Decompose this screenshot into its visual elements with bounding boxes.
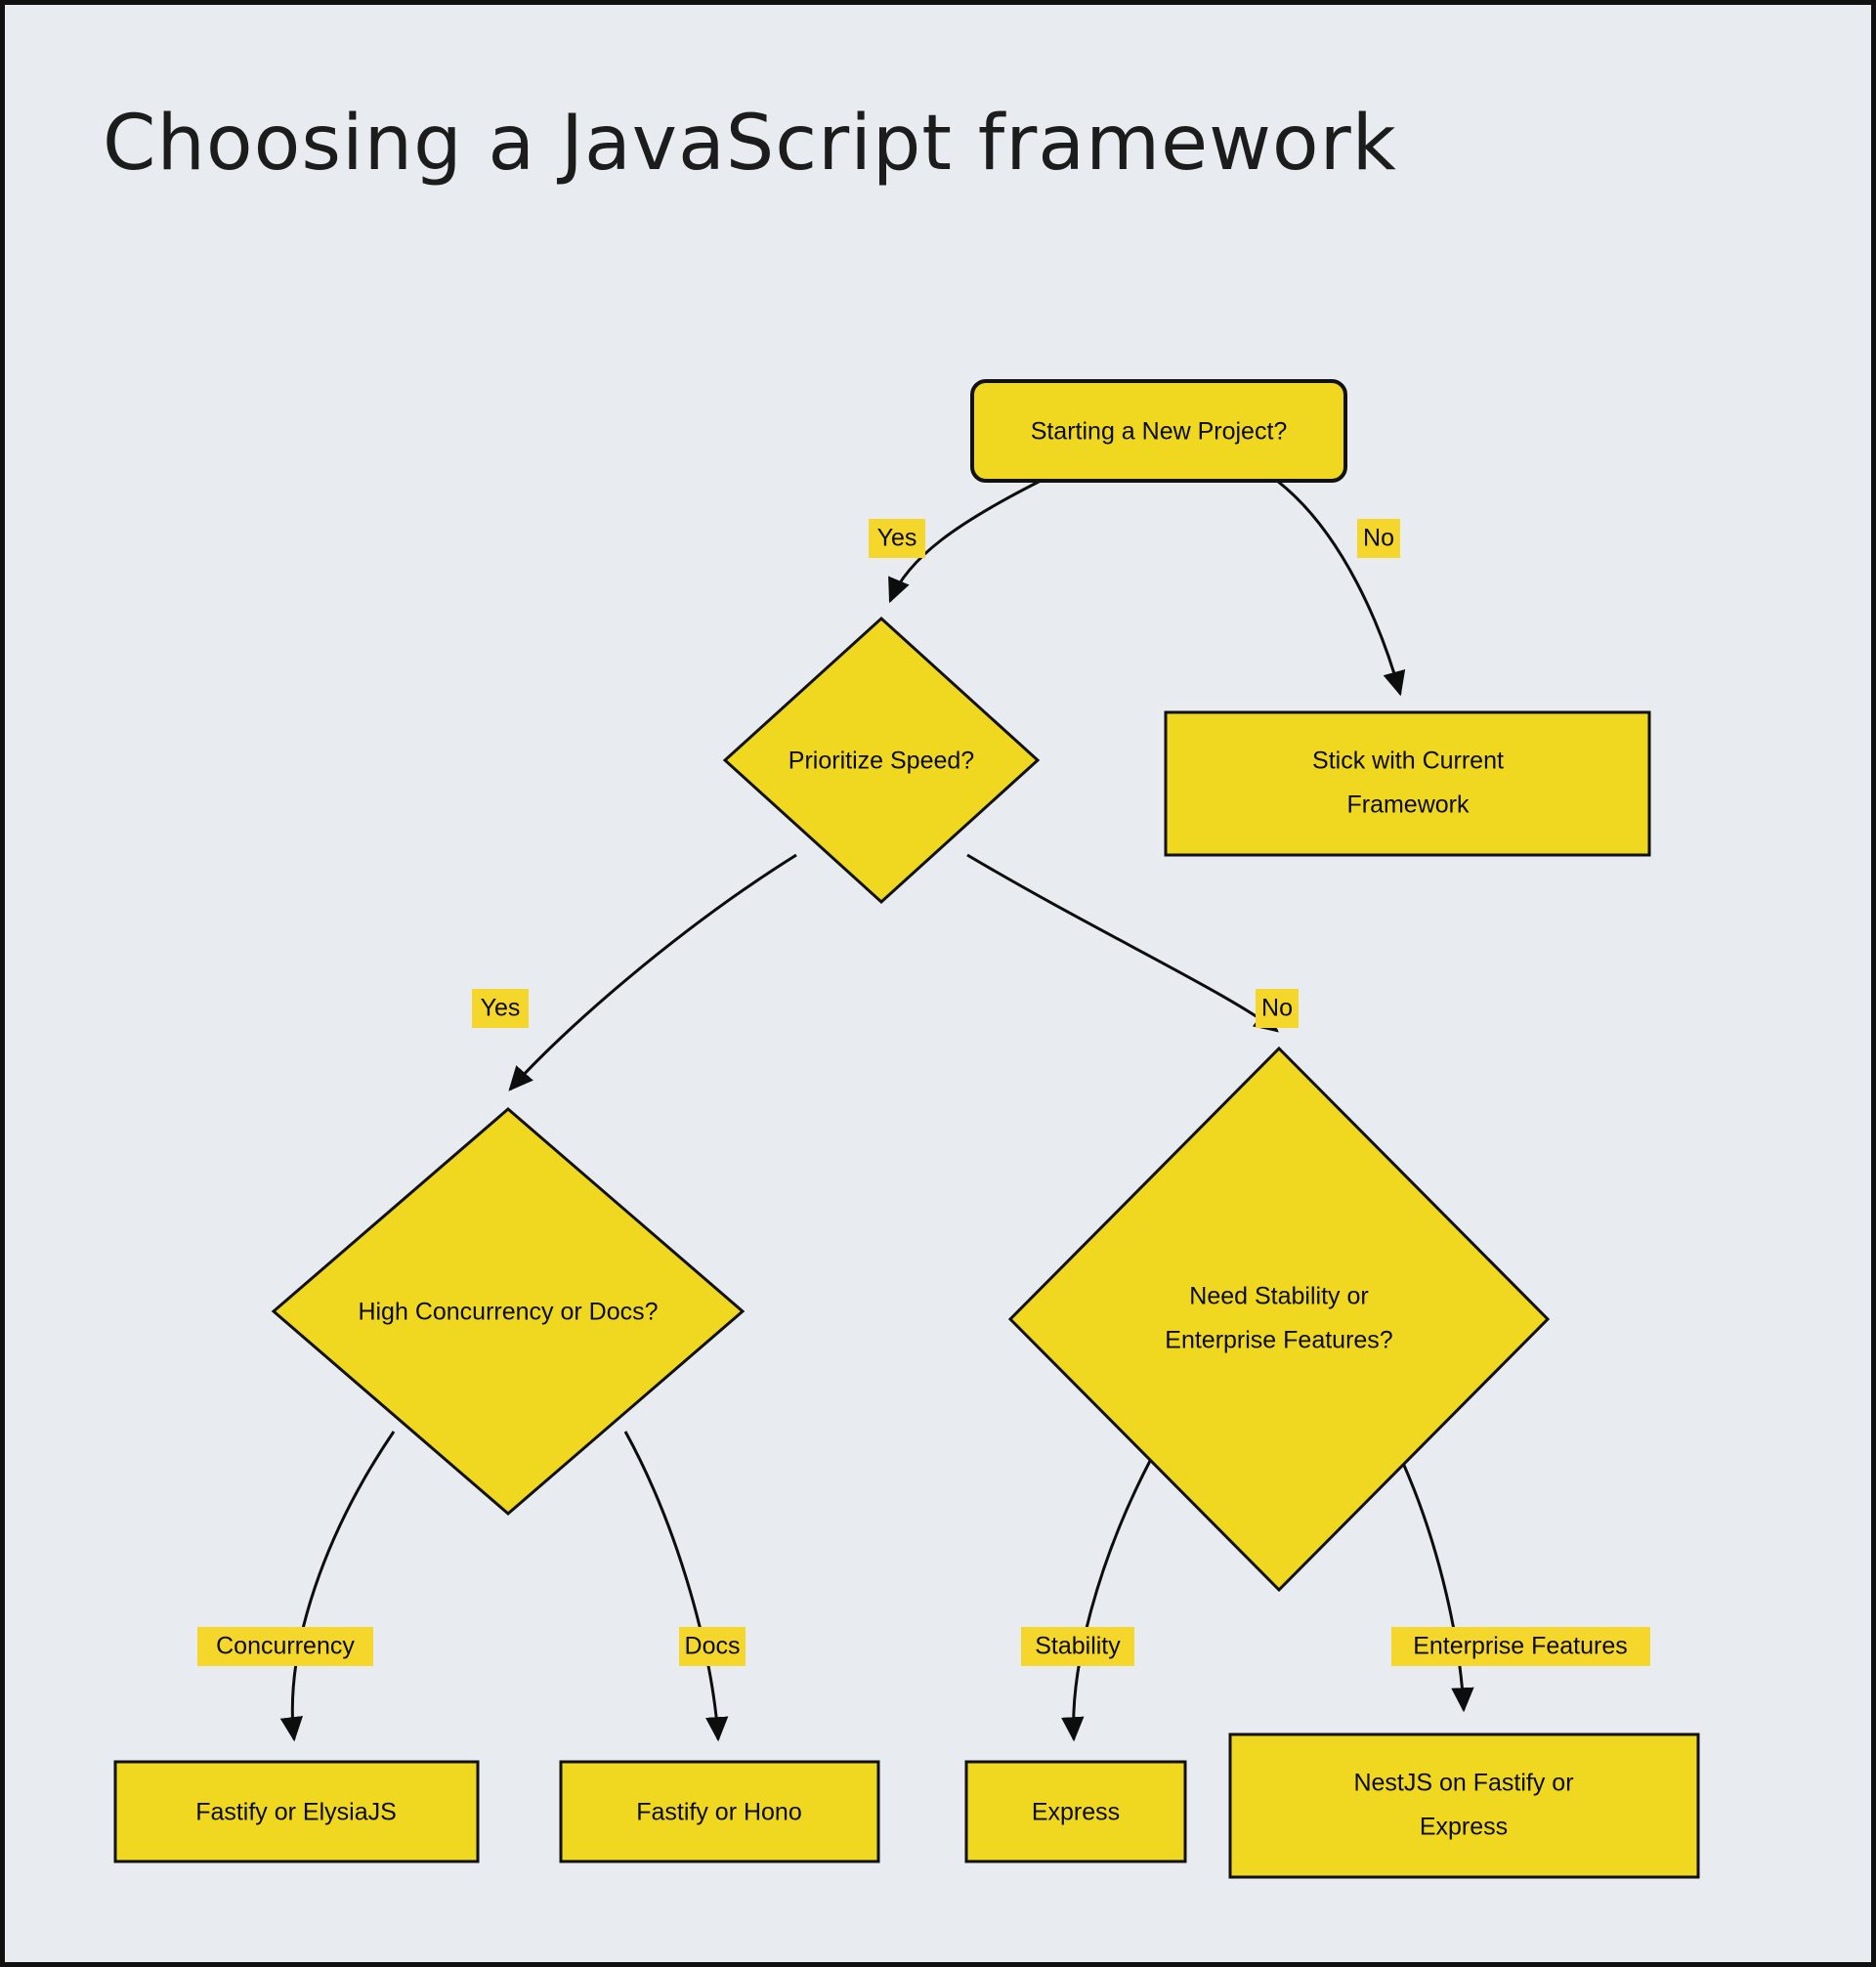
node-fastify-elysiajs-label: Fastify or ElysiaJS [195,1799,397,1826]
node-fastify-or-hono[interactable]: Fastify or Hono [559,1760,880,1863]
edge-label-text: Concurrency [216,1633,355,1660]
node-fastify-or-elysiajs[interactable]: Fastify or ElysiaJS [113,1760,480,1863]
node-nestjs-label-line2: Express [1420,1814,1508,1841]
edge-label-text: Docs [685,1633,741,1660]
edges-layer [279,479,1474,1742]
node-high-concurrency-label: High Concurrency or Docs? [358,1299,658,1326]
nodes-layer: Starting a New Project? Prioritize Speed… [113,379,1700,1879]
edge-speed-to-stability [966,853,1279,1033]
node-start[interactable]: Starting a New Project? [970,379,1347,483]
node-stick-label-line2: Framework [1346,791,1470,819]
node-stick-with-current-framework[interactable]: Stick with Current Framework [1164,710,1651,857]
edge-concurrency-to-fastify-hono [623,1431,729,1742]
edge-start-to-stick [1276,479,1406,697]
node-prioritize-speed-label: Prioritize Speed? [789,748,974,775]
node-stick-label-line1: Stick with Current [1312,748,1504,775]
edge-label-start-no: No [1357,519,1400,558]
edge-label-text: Enterprise Features [1413,1633,1628,1660]
edge-label-text: No [1363,525,1394,552]
node-need-stability-or-enterprise-features[interactable]: Need Stability or Enterprise Features? [1007,1046,1551,1593]
node-need-stability-label-line2: Enterprise Features? [1165,1327,1392,1354]
node-need-stability-label-line1: Need Stability or [1189,1283,1368,1310]
edge-start-to-speed [888,479,1042,604]
edge-label-text: Yes [481,995,521,1022]
flowchart-svg: Choosing a JavaScript framework Yes No [103,100,1700,1879]
edge-label-text: Stability [1035,1633,1121,1660]
node-fastify-hono-label: Fastify or Hono [636,1799,802,1826]
edge-concurrency-to-fastify-elysia [279,1431,396,1742]
edge-label-docs: Docs [679,1627,746,1666]
edge-label-enterprise: Enterprise Features [1391,1627,1650,1666]
node-start-label: Starting a New Project? [1031,418,1288,446]
edge-labels-layer: Yes No Yes No Concurrency Docs [197,519,1650,1666]
node-express[interactable]: Express [964,1760,1187,1863]
edge-label-speed-yes: Yes [472,989,529,1028]
edge-label-stability: Stability [1021,1627,1134,1666]
edge-stability-to-nestjs [1400,1460,1474,1713]
edge-label-start-yes: Yes [869,519,925,558]
node-express-label: Express [1032,1799,1120,1826]
edge-label-text: No [1261,995,1293,1022]
page-title: Choosing a JavaScript framework [103,100,1397,188]
edge-label-concurrency: Concurrency [197,1627,373,1666]
node-prioritize-speed[interactable]: Prioritize Speed? [722,616,1041,905]
node-high-concurrency-or-docs[interactable]: High Concurrency or Docs? [271,1107,746,1516]
edge-speed-to-concurrency [508,853,797,1091]
node-nestjs-label-line1: NestJS on Fastify or [1353,1770,1573,1797]
edge-label-text: Yes [877,525,917,552]
edge-label-speed-no: No [1256,989,1299,1028]
edge-stability-to-express [1061,1460,1152,1742]
node-nestjs-on-fastify-or-express[interactable]: NestJS on Fastify or Express [1228,1732,1700,1879]
